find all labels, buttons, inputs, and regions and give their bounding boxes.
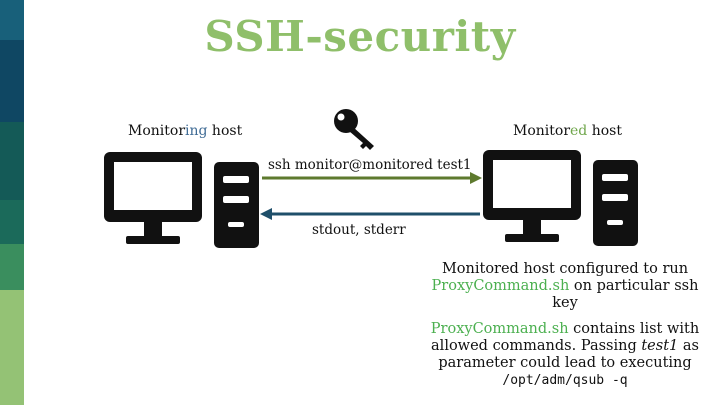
label-prefix: Monitor — [513, 123, 571, 139]
label-suffix: host — [587, 123, 622, 139]
monitored-host-label: Monitored host — [513, 123, 622, 139]
stripe-seg-5 — [0, 244, 24, 290]
stripe-seg-2 — [0, 40, 24, 122]
proxycommand-name: ProxyCommand.sh — [430, 321, 569, 337]
note-proxycommand-risk: ProxyCommand.sh contains list with allow… — [420, 321, 710, 389]
note1-line2: ProxyCommand.sh on particular ssh key — [420, 278, 710, 312]
note2-line2: allowed commands. Passing test1 as — [420, 338, 710, 355]
forward-arrow — [262, 172, 482, 184]
stripe-seg-1 — [0, 0, 24, 40]
stripe-seg-3 — [0, 122, 24, 200]
stripe-seg-4 — [0, 200, 24, 244]
label-highlight: ed — [570, 123, 588, 139]
note2-line2-prefix: allowed commands. Passing — [431, 338, 642, 354]
ssh-command-label: ssh monitor@monitored test1 — [268, 157, 472, 173]
monitoring-host-label: Monitoring host — [128, 123, 242, 139]
note-proxycommand-config: Monitored host configured to run ProxyCo… — [420, 261, 710, 312]
stdout-stderr-label: stdout, stderr — [312, 222, 406, 238]
back-arrow — [260, 208, 480, 220]
note1-line2-suffix: on particular ssh key — [552, 278, 699, 311]
monitoring-computer-icon — [104, 152, 259, 248]
test1-param: test1 — [641, 338, 679, 354]
slide-title: SSH-security — [204, 12, 516, 61]
stripe-seg-6 — [0, 290, 24, 405]
label-highlight: ing — [185, 123, 208, 139]
monitored-computer-icon — [483, 150, 638, 246]
qsub-command: /opt/adm/qsub -q — [502, 373, 628, 388]
note2-line3: parameter could lead to executing — [438, 355, 692, 371]
note2-line1-suffix: contains list with — [568, 321, 700, 337]
label-prefix: Monitor — [128, 123, 186, 139]
note1-line1: Monitored host configured to run — [441, 261, 689, 277]
label-suffix: host — [207, 123, 243, 139]
key-icon — [334, 109, 374, 150]
note2-line2-suffix: as — [678, 338, 699, 354]
proxycommand-name: ProxyCommand.sh — [431, 278, 570, 294]
note2-line1: ProxyCommand.sh contains list with — [420, 321, 710, 338]
